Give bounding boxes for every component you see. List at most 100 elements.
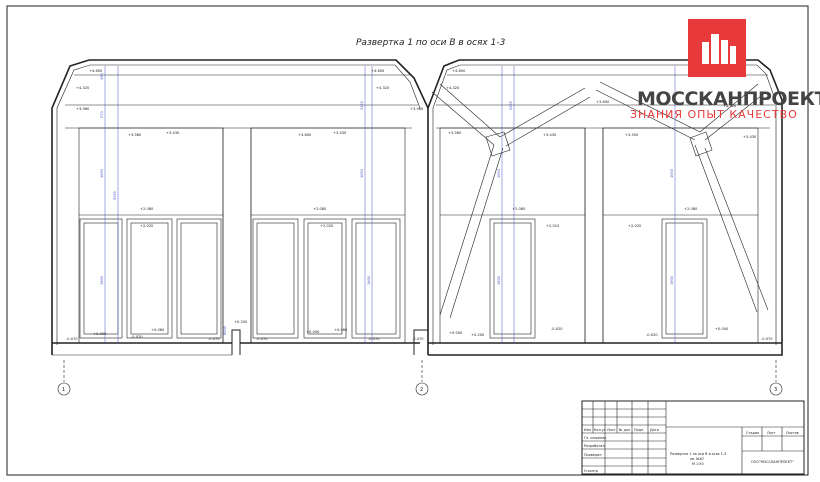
dimension-label: 1650 (670, 169, 674, 178)
level-mark: +2.020 (320, 224, 334, 228)
level-mark: -0.070 (412, 337, 424, 341)
stamp-sheet-title: кв. №67 (690, 457, 704, 461)
level-mark: +0.060 (151, 328, 165, 332)
level-mark: +3.430 (743, 135, 757, 139)
dimension-label: 1650 (497, 169, 501, 178)
dimension-label: 1900 (670, 276, 674, 285)
door-panel (489, 218, 536, 339)
diagonal-beam-right (595, 81, 769, 313)
dimension-labels: 1900 1650 5055 570 390 3150 1650 1900 50… (100, 73, 674, 335)
building-icon (702, 34, 736, 64)
level-mark: -0.070 (256, 337, 268, 341)
axis-markers: 1 2 3 (57, 360, 783, 396)
level-mark: -0.070 (208, 337, 220, 341)
title-block: Изм Кол.уч Лист № док Подп. Дата Гл. инж… (581, 400, 805, 475)
level-mark: +3.550 (625, 133, 639, 137)
door-panel (126, 218, 173, 339)
stamp-header: Кол.уч (594, 428, 606, 432)
drawing-title: Развертка 1 по оси В в осях 1-3 (356, 38, 506, 48)
level-mark: +4.320 (76, 86, 90, 90)
logo-name: МОССКАНПРОЕКТ (637, 88, 820, 110)
dimension-label: 1900 (367, 276, 371, 285)
axis-bubble (769, 382, 783, 396)
level-mark: +4.600 (452, 69, 466, 73)
level-mark: -0.020 (131, 335, 143, 339)
level-mark: +0.000 (306, 330, 320, 334)
stamp-role: Разработал (584, 444, 605, 448)
level-mark: -0.020 (646, 333, 658, 337)
level-mark: +0.200 (471, 333, 485, 337)
stamp-role: Гл. инженер (584, 436, 606, 440)
level-mark: +0.000 (93, 332, 107, 336)
axis-label: 3 (774, 387, 777, 393)
stamp-sheet-header: Стадия (746, 431, 759, 435)
stamp-header: № док (619, 428, 630, 432)
door-panel (176, 218, 222, 339)
door-panel (303, 218, 347, 339)
stamp-role: Н.контр (584, 469, 598, 473)
dimension-label: 1650 (100, 169, 104, 178)
dimension-label: 5055 (113, 191, 117, 200)
level-mark: -0.020 (551, 327, 563, 331)
door-panel (79, 218, 123, 339)
level-mark: +0.000 (449, 331, 463, 335)
dimension-label: 390 (100, 73, 104, 80)
axis-label: 2 (420, 387, 423, 393)
level-mark: +2.020 (628, 224, 642, 228)
stamp-header: Дата (650, 428, 659, 432)
dimension-label: 1900 (497, 276, 501, 285)
level-mark: +2.080 (684, 207, 698, 211)
level-mark: +3.600 (298, 133, 312, 137)
level-mark: +3.960 (410, 107, 424, 111)
dimension-label: 5055 (509, 101, 513, 110)
stamp-sheet-title: Развертка 1 по оси В в осях 1-3 (670, 452, 726, 456)
door-panel (351, 218, 401, 339)
level-mark: +4.320 (446, 86, 460, 90)
level-mark: +0.200 (234, 320, 248, 324)
stamp-sheet-header: Листов (786, 431, 799, 435)
level-mark: +2.080 (140, 207, 154, 211)
level-mark: +2.080 (512, 207, 526, 211)
level-mark: +3.560 (448, 131, 462, 135)
level-mark: +2.080 (313, 207, 327, 211)
sheet-border (6, 5, 809, 476)
logo-tagline: ЗНАНИЯ ОПЫТ КАЧЕСТВО (630, 108, 798, 121)
stamp-header: Изм (584, 428, 591, 432)
level-mark: +4.600 (89, 69, 103, 73)
level-mark: -0.070 (66, 337, 78, 341)
axis-bubble (57, 382, 71, 396)
door-panel (661, 218, 708, 339)
elevation-panel-1 (51, 59, 429, 356)
level-mark: +4.600 (371, 69, 385, 73)
door-panel (252, 218, 299, 339)
panel-2-outline (427, 59, 783, 356)
level-mark: +4.320 (723, 104, 737, 108)
level-mark: +0.000 (715, 327, 729, 331)
level-mark: +3.430 (333, 131, 347, 135)
stamp-sheet-title: М 1:50 (692, 462, 704, 466)
panel-1-outline (51, 59, 429, 355)
stamp-header: Подп. (634, 428, 644, 432)
stamp-sheet-header: Лист (767, 431, 776, 435)
level-mark: +3.560 (128, 133, 142, 137)
dimension-label: 1900 (100, 276, 104, 285)
level-mark: +0.060 (334, 328, 348, 332)
level-mark: -0.070 (761, 337, 773, 341)
elevation-panel-2 (413, 59, 783, 356)
stamp-company: ООО"МОССКАНПРОЕКТ" (751, 460, 794, 464)
stamp-role: Проверил (584, 453, 601, 457)
axis-bubble (415, 382, 429, 396)
level-mark: +3.600 (596, 100, 610, 104)
dimension-label: 1650 (360, 169, 364, 178)
company-logo: МОССКАНПРОЕКТ ЗНАНИЯ ОПЫТ КАЧЕСТВО (630, 19, 820, 121)
dimension-label: 3150 (360, 101, 364, 110)
level-mark: -0.070 (368, 337, 380, 341)
axis-label: 1 (62, 387, 65, 393)
level-mark: +2.010 (546, 224, 560, 228)
dimension-label: 570 (100, 111, 104, 118)
diagonal-beam-left (431, 83, 591, 319)
stamp-header: Лист (607, 428, 616, 432)
level-mark: +3.430 (166, 131, 180, 135)
level-mark: +4.320 (376, 86, 390, 90)
